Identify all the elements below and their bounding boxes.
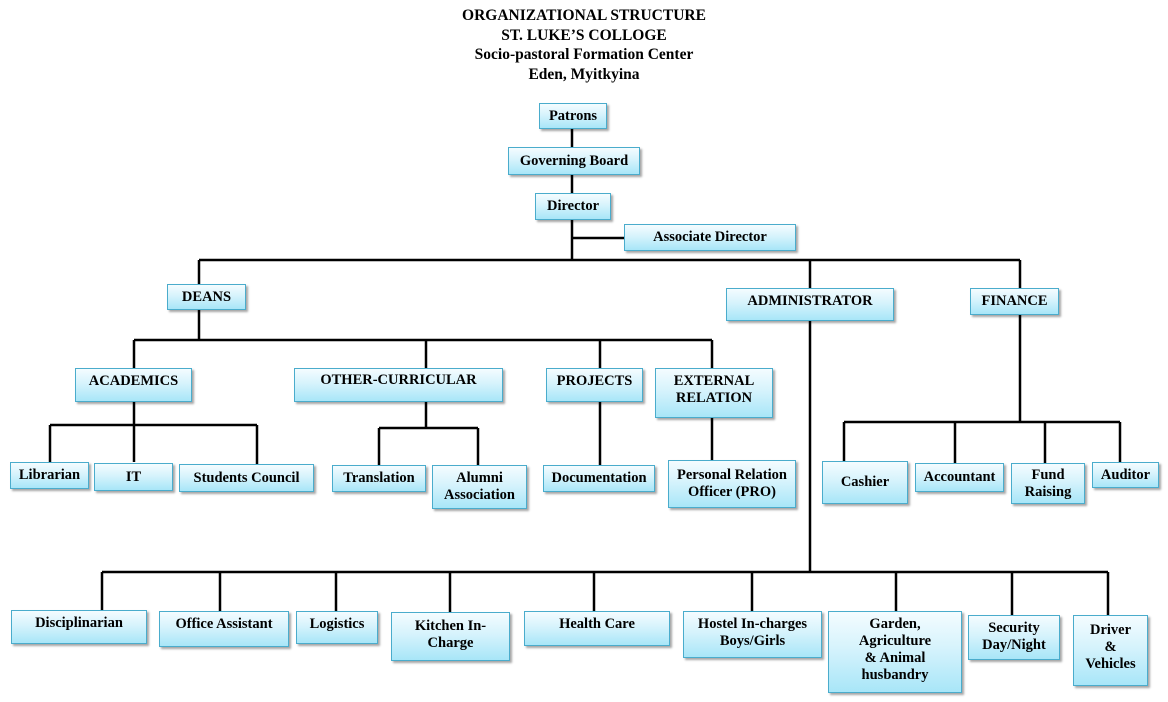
node-label-line: PROJECTS xyxy=(556,373,633,389)
title-line-2: ST. LUKE’S COLLOGE xyxy=(501,26,667,44)
node-label-line: Office Assistant xyxy=(175,616,273,632)
node-it: IT xyxy=(94,463,173,491)
node-label-line: FINANCE xyxy=(981,293,1048,309)
node-associate-director: Associate Director xyxy=(624,224,796,251)
node-driver-vehicles: Driver&Vehicles xyxy=(1073,615,1148,686)
node-librarian: Librarian xyxy=(10,462,89,489)
node-label-line: Agriculture xyxy=(858,633,932,649)
node-label-line: Fund xyxy=(1031,466,1065,483)
node-label-line: Kitchen In- xyxy=(414,618,487,634)
node-label-line: Director xyxy=(546,198,600,214)
node-label-line: Driver xyxy=(1089,622,1132,638)
node-director: Director xyxy=(535,193,611,220)
node-logistics: Logistics xyxy=(296,611,378,644)
node-health-care: Health Care xyxy=(524,611,670,646)
node-label-line: Charge xyxy=(427,635,474,651)
node-label-line: Auditor xyxy=(1100,466,1151,483)
node-label-line: Day/Night xyxy=(982,637,1046,653)
node-cashier: Cashier xyxy=(822,461,908,504)
node-label-line: Health Care xyxy=(559,616,635,632)
node-label-line: Translation xyxy=(343,470,415,486)
node-label-line: Association xyxy=(444,487,515,503)
node-other-curricular: OTHER-CURRICULAR xyxy=(294,368,503,402)
node-label-line: Garden, xyxy=(869,616,921,632)
node-label-line: Personal Relation xyxy=(677,467,787,483)
node-label-line: Documentation xyxy=(551,470,647,486)
chart-title: ORGANIZATIONAL STRUCTURE ST. LUKE’S COLL… xyxy=(0,6,1168,84)
node-administrator: ADMINISTRATOR xyxy=(726,288,894,321)
node-label-line: OTHER-CURRICULAR xyxy=(320,372,477,388)
node-translation: Translation xyxy=(332,465,426,492)
node-label-line: Cashier xyxy=(840,474,890,490)
title-line-4: Eden, Myitkyina xyxy=(528,65,640,83)
node-students-council: Students Council xyxy=(179,464,314,492)
node-governing-board: Governing Board xyxy=(508,147,640,175)
node-label-line: husbandry xyxy=(861,667,929,683)
node-label-line: & Animal xyxy=(864,650,926,666)
node-kitchen-in-charge: Kitchen In-Charge xyxy=(391,612,510,661)
node-label-line: Security xyxy=(988,620,1040,636)
node-label-line: & xyxy=(1104,639,1117,655)
title-line-1: ORGANIZATIONAL STRUCTURE xyxy=(462,7,706,24)
node-documentation: Documentation xyxy=(543,465,655,492)
node-patrons: Patrons xyxy=(539,103,607,129)
node-label-line: Governing Board xyxy=(519,152,629,169)
node-label-line: Officer (PRO) xyxy=(688,484,776,500)
node-label-line: Accountant xyxy=(923,469,996,485)
node-office-assistant: Office Assistant xyxy=(159,611,289,647)
node-label-line: Patrons xyxy=(548,107,598,124)
node-accountant: Accountant xyxy=(915,463,1004,492)
node-label-line: Logistics xyxy=(309,616,365,632)
node-finance: FINANCE xyxy=(970,288,1059,315)
node-label-line: RELATION xyxy=(675,390,753,406)
node-label-line: Associate Director xyxy=(653,229,767,245)
node-label-line: ACADEMICS xyxy=(88,373,179,389)
node-label-line: Disciplinarian xyxy=(35,615,123,631)
node-label-line: Vehicles xyxy=(1085,656,1136,672)
node-label-line: IT xyxy=(125,468,142,485)
node-label-line: ADMINISTRATOR xyxy=(747,293,873,309)
node-disciplinarian: Disciplinarian xyxy=(11,610,147,644)
node-label-line: DEANS xyxy=(181,288,232,305)
node-label-line: Students Council xyxy=(193,469,300,486)
node-label-line: Raising xyxy=(1024,483,1072,500)
node-academics: ACADEMICS xyxy=(75,368,192,402)
node-label-line: EXTERNAL xyxy=(673,373,755,389)
title-line-3: Socio-pastoral Formation Center xyxy=(474,46,694,63)
node-label-line: Librarian xyxy=(18,467,81,483)
node-label-line: Alumni xyxy=(456,470,503,486)
node-label-line: Boys/Girls xyxy=(719,633,786,649)
node-label-line: Hostel In-charges xyxy=(697,616,808,632)
node-deans: DEANS xyxy=(167,284,246,310)
node-projects: PROJECTS xyxy=(546,368,643,402)
node-auditor: Auditor xyxy=(1092,462,1159,488)
